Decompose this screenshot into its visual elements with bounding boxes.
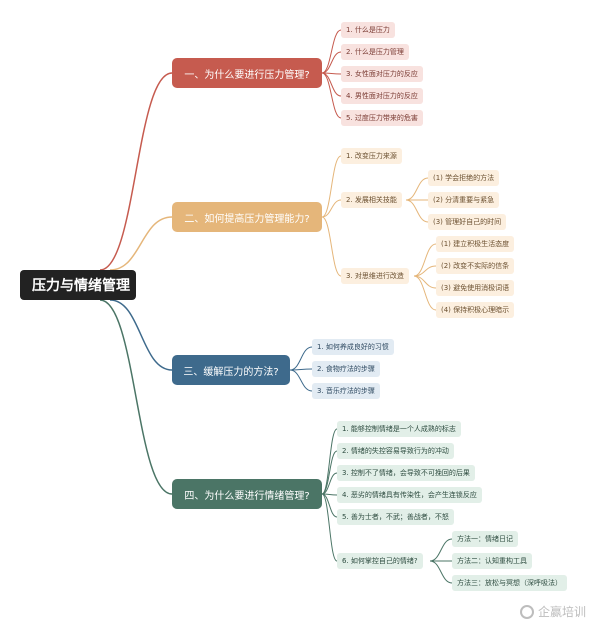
- connector-line: [321, 72, 342, 119]
- branch-1-node[interactable]: 一、为什么要进行压力管理?: [172, 58, 322, 88]
- branch-2-item[interactable]: 2. 发展相关技能: [341, 192, 402, 208]
- branch-4-item[interactable]: 6. 如何掌控自己的情绪?: [337, 553, 423, 569]
- branch-2-item[interactable]: 1. 改变压力来源: [341, 148, 402, 164]
- branch-2-label: 二、如何提高压力管理能力?: [184, 213, 310, 225]
- branch-4-label: 四、为什么要进行情绪管理?: [184, 490, 310, 502]
- branch-1-label: 一、为什么要进行压力管理?: [184, 69, 310, 81]
- branch-1-item[interactable]: 5. 过度压力带来的危害: [341, 110, 423, 126]
- connector-line: [321, 72, 342, 97]
- branch-2-subitem[interactable]: (3) 避免使用消极词语: [436, 280, 515, 296]
- branch-4-subitem[interactable]: 方法一：情绪日记: [452, 531, 518, 547]
- connector-line: [321, 493, 338, 562]
- branch-1-item[interactable]: 1. 什么是压力: [341, 22, 395, 38]
- branch-3-label: 三、缓解压力的方法?: [183, 366, 279, 378]
- branch-3-item[interactable]: 1. 如何养成良好的习惯: [312, 339, 394, 355]
- root-label: 压力与情绪管理: [32, 278, 130, 294]
- watermark-text: 企赢培训: [537, 605, 586, 619]
- connector-line: [321, 51, 342, 74]
- connector-line: [321, 155, 342, 218]
- branch-2-item[interactable]: 3. 对思维进行改造: [341, 268, 409, 284]
- branch-2-subitem[interactable]: (1) 学会拒绝的方法: [428, 170, 500, 186]
- watermark-logo-icon: [519, 604, 534, 619]
- connector-line: [321, 29, 342, 74]
- branch-2-subitem[interactable]: (2) 改变不实际的信条: [436, 258, 515, 274]
- connector-line: [99, 299, 173, 495]
- branch-4-item[interactable]: 4. 恶劣的情绪具有传染性，会产生连锁反应: [337, 487, 482, 503]
- connector-line: [429, 538, 453, 562]
- connector-line: [321, 199, 342, 218]
- branch-3-item[interactable]: 3. 音乐疗法的步骤: [312, 383, 380, 399]
- connector-line: [321, 216, 342, 277]
- connector-line: [289, 346, 313, 371]
- connector-line: [289, 369, 313, 392]
- connector-line: [321, 472, 338, 495]
- connector-line: [109, 299, 173, 371]
- connector-line: [413, 243, 437, 277]
- connector-line: [109, 216, 173, 271]
- connector-line: [413, 275, 437, 311]
- branch-2-subitem[interactable]: (1) 建立积极生活态度: [436, 236, 515, 252]
- watermark: 企赢培训: [519, 603, 586, 620]
- connector-line: [99, 72, 173, 271]
- branch-4-node[interactable]: 四、为什么要进行情绪管理?: [172, 479, 322, 509]
- branch-3-node[interactable]: 三、缓解压力的方法?: [172, 355, 290, 385]
- branch-2-subitem[interactable]: (3) 管理好自己的时间: [428, 214, 507, 230]
- branch-4-item[interactable]: 3. 控制不了情绪，会导致不可挽回的后果: [337, 465, 475, 481]
- root-node[interactable]: 压力与情绪管理: [20, 270, 136, 300]
- branch-2-subitem[interactable]: (2) 分清重要与紧急: [428, 192, 500, 208]
- branch-4-item[interactable]: 1. 能够控制情绪是一个人成熟的标志: [337, 421, 461, 437]
- connector-line: [429, 560, 453, 584]
- connector-line: [321, 450, 338, 495]
- branch-1-item[interactable]: 4. 男性面对压力的反应: [341, 88, 423, 104]
- branch-4-subitem[interactable]: 方法三：放松与冥想（深呼吸法）: [452, 575, 567, 591]
- connector-line: [405, 199, 429, 223]
- branch-2-node[interactable]: 二、如何提高压力管理能力?: [172, 202, 322, 232]
- branch-1-item[interactable]: 3. 女性面对压力的反应: [341, 66, 423, 82]
- connector-line: [405, 177, 429, 201]
- branch-4-item[interactable]: 5. 善为士者，不武；善战者，不怒: [337, 509, 454, 525]
- branch-4-subitem[interactable]: 方法二：认知重构工具: [452, 553, 532, 569]
- branch-3-item[interactable]: 2. 食物疗法的步骤: [312, 361, 380, 377]
- branch-1-item[interactable]: 2. 什么是压力管理: [341, 44, 409, 60]
- connector-line: [413, 265, 437, 277]
- branch-2-subitem[interactable]: (4) 保持积极心理暗示: [436, 302, 515, 318]
- branch-4-item[interactable]: 2. 情绪的失控容易导致行为的冲动: [337, 443, 454, 459]
